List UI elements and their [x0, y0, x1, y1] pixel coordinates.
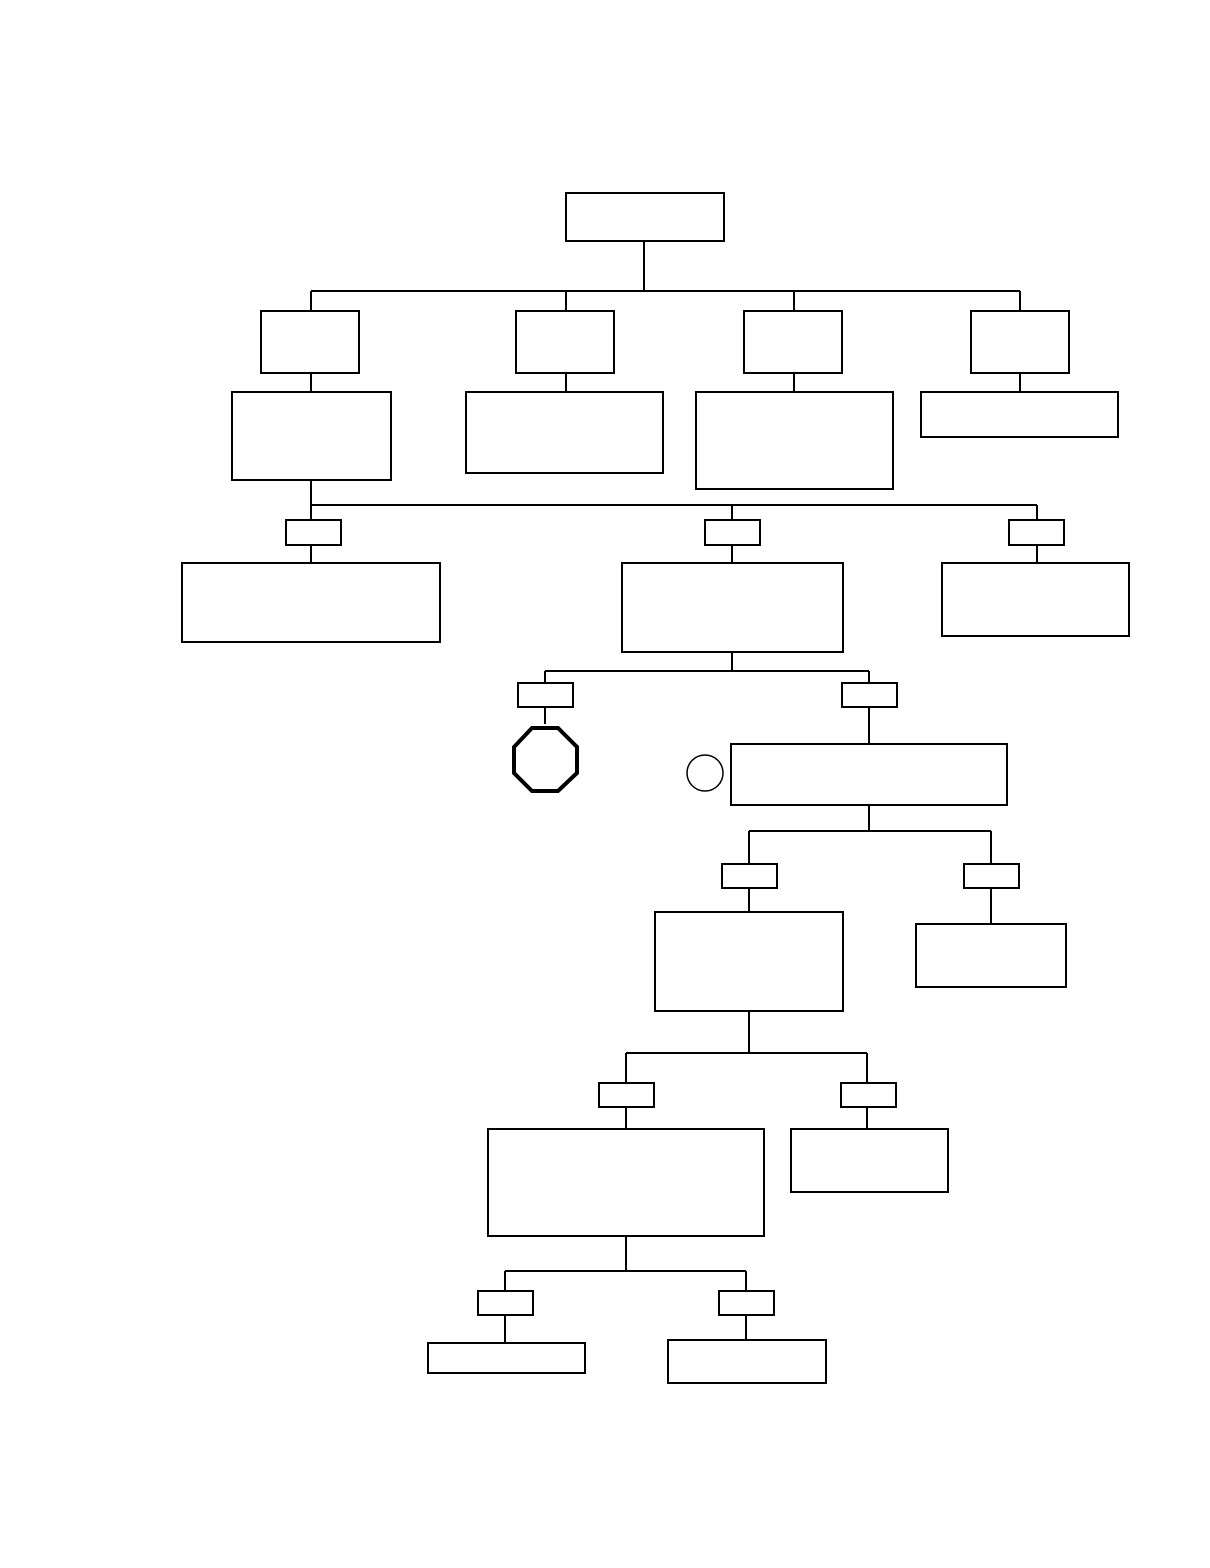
branch1-tag-mid	[704, 519, 761, 546]
branch2-tag-right	[841, 682, 898, 708]
level1-box-a	[260, 310, 360, 374]
level1-box-d	[970, 310, 1070, 374]
branch4-tag-right	[840, 1082, 897, 1108]
branch1-tag-left	[285, 519, 342, 546]
level2-box-d	[920, 391, 1119, 438]
level2-box-c	[695, 391, 894, 490]
connector-branch5	[504, 1236, 747, 1291]
connector-branch5-tags-to-boxes	[504, 1315, 747, 1343]
root-box	[565, 192, 725, 242]
branch1-box-left	[181, 562, 441, 643]
branch3-tag-left	[721, 863, 778, 889]
connector-branch3	[748, 805, 992, 864]
branch3-box-left	[654, 911, 844, 1012]
connector-root-to-level1	[310, 241, 1021, 311]
level1-box-c	[743, 310, 843, 374]
branch5-box-right	[667, 1339, 827, 1384]
connector-branch3-tags-to-boxes	[748, 888, 992, 924]
branch5-tag-right	[718, 1290, 775, 1316]
branch4-box-left	[487, 1128, 765, 1237]
branch5-tag-left	[477, 1290, 534, 1316]
connector-branch4	[625, 1011, 868, 1083]
branch1-box-mid	[621, 562, 844, 653]
level2-box-b	[465, 391, 664, 474]
level1-box-b	[515, 310, 615, 374]
stop-octagon	[512, 726, 579, 793]
branch4-box-right	[790, 1128, 949, 1193]
connector-branch1	[310, 480, 1038, 520]
branch1-tag-right	[1008, 519, 1065, 546]
branch1-box-right	[941, 562, 1130, 637]
branch4-tag-left	[598, 1082, 655, 1108]
branch5-box-left	[427, 1342, 586, 1374]
branch3-box-right	[915, 923, 1067, 988]
branch2-tag-left	[517, 682, 574, 708]
connector-level1-to-level2	[310, 373, 1021, 392]
branch3-tag-right	[963, 863, 1020, 889]
connector-branch1-tags-to-boxes	[310, 545, 1038, 563]
connector-branch4-tags-to-boxes	[625, 1107, 868, 1129]
connector-circle	[686, 754, 724, 792]
connector-branch2	[544, 652, 870, 683]
level2-box-a	[231, 391, 392, 481]
branch2-box-right	[730, 743, 1008, 806]
connector-branch2-tags-down	[544, 707, 870, 744]
connector-lines	[310, 241, 1038, 1343]
